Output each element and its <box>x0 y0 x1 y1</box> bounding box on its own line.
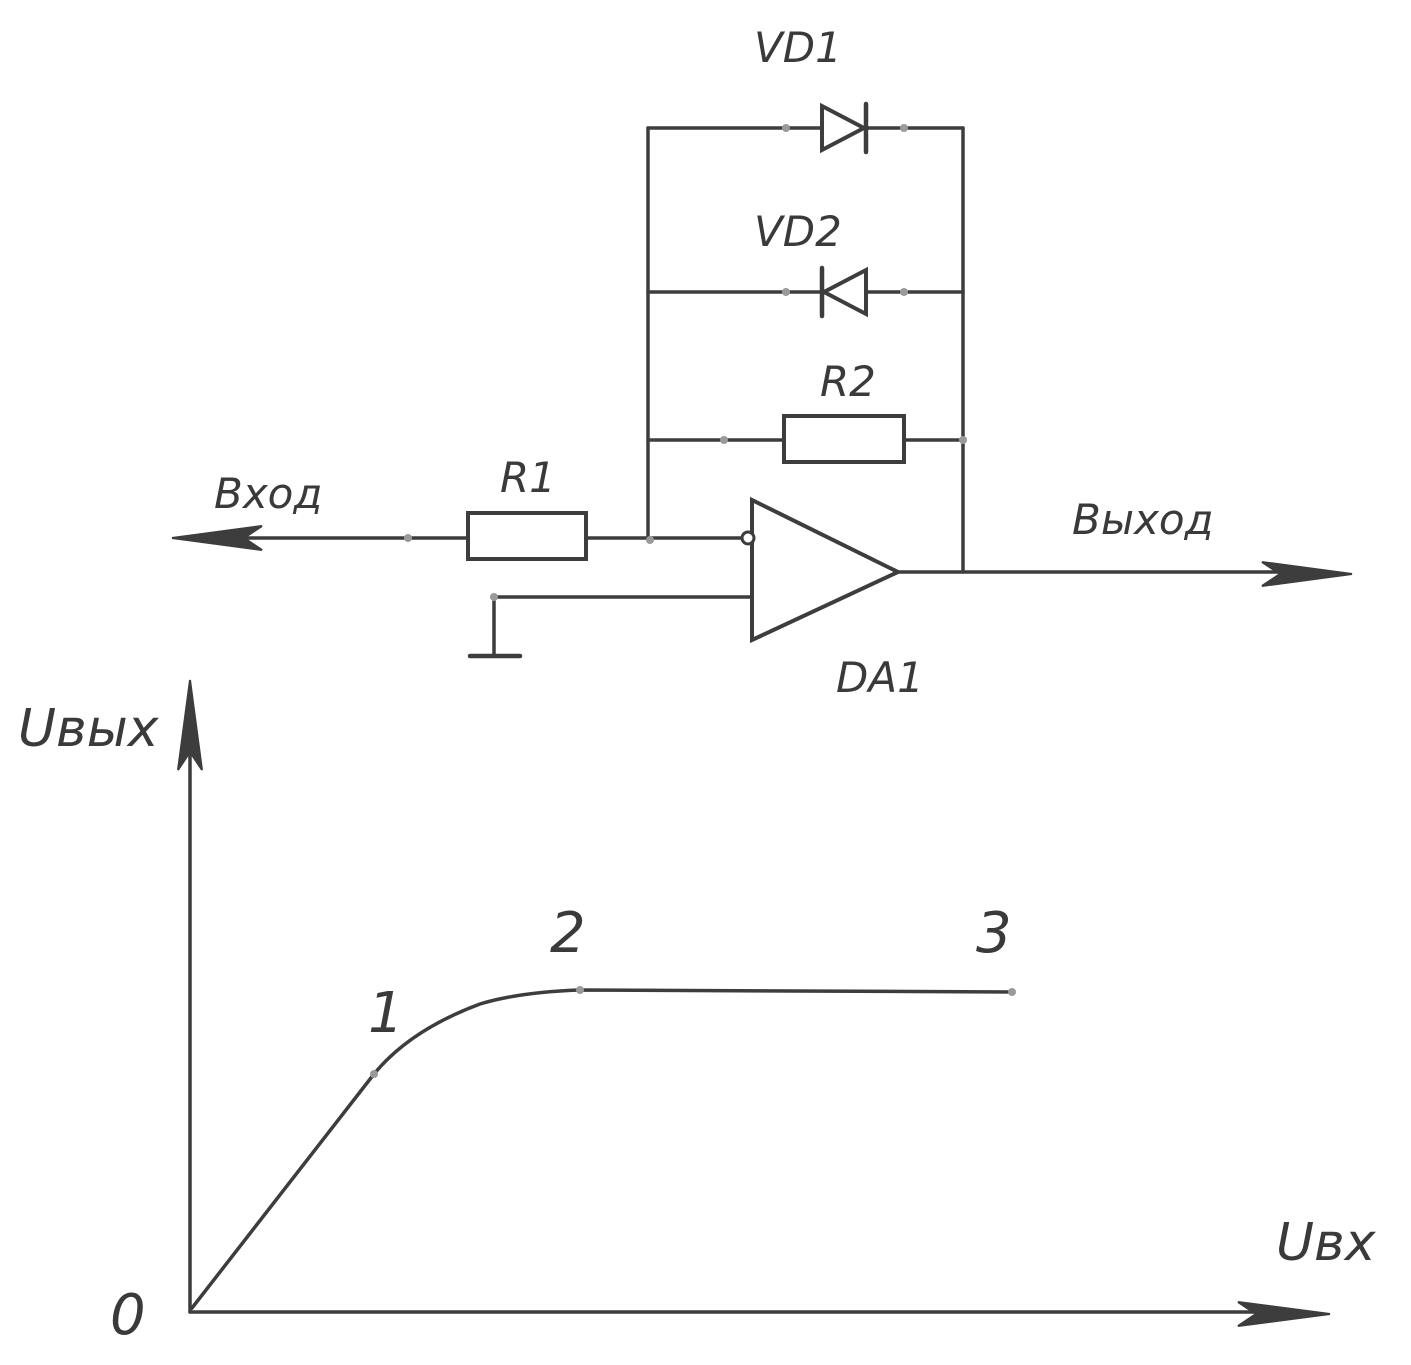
label-vd2: VD2 <box>754 207 842 256</box>
label-point-3: 3 <box>976 901 1012 966</box>
curve-point-1 <box>370 1070 378 1078</box>
label-y-axis: Uвых <box>18 699 160 759</box>
x-axis-arrow-icon <box>1237 1301 1331 1327</box>
transfer-characteristic-graph: Uвых Uвх 0 1 2 3 <box>18 679 1377 1348</box>
resistor-r1 <box>466 511 588 561</box>
transfer-curve <box>190 988 1014 1310</box>
diode-vd1 <box>820 101 869 155</box>
input-arrow-icon <box>171 525 263 551</box>
curve-point-2 <box>576 986 584 994</box>
label-r2: R2 <box>820 357 876 406</box>
node-dots <box>404 124 967 601</box>
diode-vd2 <box>819 265 868 319</box>
opamp-da1 <box>740 496 903 644</box>
label-point-1: 1 <box>368 981 404 1046</box>
resistor-r2 <box>782 414 906 464</box>
label-vd1: VD1 <box>754 23 842 72</box>
label-output: Выход <box>1072 495 1214 544</box>
circuit-diagram: VD1 VD2 R2 R1 Вход Выход DA1 <box>171 23 1353 702</box>
output-arrow-icon <box>1261 561 1353 587</box>
inverting-input-circle-icon <box>740 530 756 546</box>
label-input: Вход <box>214 469 322 518</box>
label-opamp: DA1 <box>836 653 924 702</box>
label-origin: 0 <box>110 1283 146 1348</box>
label-x-axis: Uвх <box>1276 1213 1377 1273</box>
y-axis-arrow-icon <box>177 679 203 771</box>
label-point-2: 2 <box>550 901 586 966</box>
curve-point-3 <box>1008 988 1016 996</box>
label-r1: R1 <box>500 453 556 502</box>
